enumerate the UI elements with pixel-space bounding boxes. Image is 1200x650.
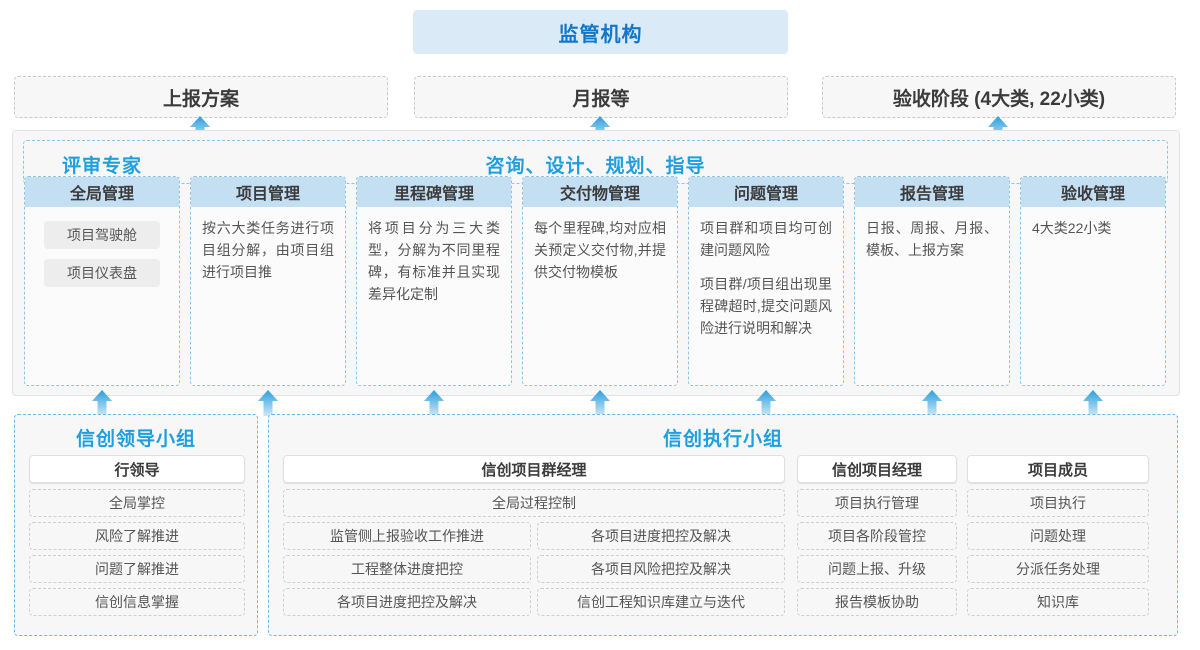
role-item[interactable]: 问题了解推进: [29, 555, 245, 583]
role-item[interactable]: 项目各阶段管控: [797, 522, 957, 550]
card-report-management[interactable]: 报告管理 日报、周报、月报、模板、上报方案: [854, 176, 1010, 386]
card-body: 将项目分为三大类型，分解为不同里程碑，有标准并且实现差异化定制: [357, 207, 511, 305]
card-pill[interactable]: 项目仪表盘: [44, 259, 160, 287]
card-title: 报告管理: [855, 177, 1009, 207]
card-paragraph: 项目群和项目均可创建问题风险: [700, 220, 832, 258]
role-item[interactable]: 分派任务处理: [967, 555, 1149, 583]
card-paragraph: 4大类22小类: [1032, 220, 1112, 236]
regulator-box: 监管机构: [413, 10, 788, 54]
role-item[interactable]: 风险了解推进: [29, 522, 245, 550]
card-body: 按六大类任务进行项目组分解，由项目组进行项目推: [191, 207, 345, 283]
role-item[interactable]: 问题处理: [967, 522, 1149, 550]
role-item[interactable]: 报告模板协助: [797, 588, 957, 616]
role-item[interactable]: 信创信息掌握: [29, 588, 245, 616]
arrow-up-icon: [91, 390, 113, 416]
role-item[interactable]: 问题上报、升级: [797, 555, 957, 583]
card-body: 项目驾驶舱 项目仪表盘: [25, 207, 179, 287]
leader-group-container: 信创领导小组 行领导 全局掌控 风险了解推进 问题了解推进 信创信息掌握: [14, 414, 258, 636]
card-issue-management[interactable]: 问题管理 项目群和项目均可创建问题风险 项目群/项目组出现里程碑超时,提交问题风…: [688, 176, 844, 386]
role-item[interactable]: 各项目进度把控及解决: [537, 522, 785, 550]
card-paragraph: 按六大类任务进行项目组分解，由项目组进行项目推: [202, 220, 334, 280]
card-title: 问题管理: [689, 177, 843, 207]
role-item[interactable]: 全局掌控: [29, 489, 245, 517]
arrow-up-icon: [423, 390, 445, 416]
card-milestone-management[interactable]: 里程碑管理 将项目分为三大类型，分解为不同里程碑，有标准并且实现差异化定制: [356, 176, 512, 386]
arrow-up-icon: [589, 390, 611, 416]
leader-group-title: 信创领导小组: [75, 429, 196, 450]
arrow-up-icon: [1082, 390, 1104, 416]
role-item[interactable]: 知识库: [967, 588, 1149, 616]
exec-group-title: 信创执行小组: [662, 429, 783, 450]
exec-group-container: 信创执行小组 信创项目群经理 全局过程控制 监管侧上报验收工作推进 工程整体进度…: [268, 414, 1178, 636]
role-header[interactable]: 项目成员: [967, 455, 1149, 483]
role-item[interactable]: 各项目风险把控及解决: [537, 555, 785, 583]
leader-role-column: 行领导 全局掌控 风险了解推进 问题了解推进 信创信息掌握: [29, 455, 245, 621]
card-body: 每个里程碑,均对应相关预定义交付物,并提供交付物模板: [523, 207, 677, 283]
role-item[interactable]: 信创工程知识库建立与迭代: [537, 588, 785, 616]
card-title: 验收管理: [1021, 177, 1165, 207]
role-item[interactable]: 监管侧上报验收工作推进: [283, 522, 531, 550]
role-item[interactable]: 项目执行: [967, 489, 1149, 517]
card-title: 里程碑管理: [357, 177, 511, 207]
role-item[interactable]: 项目执行管理: [797, 489, 957, 517]
card-deliverable-management[interactable]: 交付物管理 每个里程碑,均对应相关预定义交付物,并提供交付物模板: [522, 176, 678, 386]
report-box-plan: 上报方案: [14, 76, 388, 118]
arrow-up-icon: [257, 390, 279, 416]
role-header[interactable]: 信创项目群经理: [283, 455, 785, 483]
card-paragraph: 将项目分为三大类型，分解为不同里程碑，有标准并且实现差异化定制: [368, 220, 500, 302]
card-title: 项目管理: [191, 177, 345, 207]
card-global-management[interactable]: 全局管理 项目驾驶舱 项目仪表盘: [24, 176, 180, 386]
card-paragraph: 日报、周报、月报、模板、上报方案: [866, 220, 998, 258]
expert-label: 评审专家: [62, 156, 143, 177]
role-header[interactable]: 信创项目经理: [797, 455, 957, 483]
member-column: 项目成员 项目执行 问题处理 分派任务处理 知识库: [967, 455, 1149, 621]
card-title: 全局管理: [25, 177, 179, 207]
card-body: 4大类22小类: [1021, 207, 1165, 239]
pm-column: 信创项目经理 项目执行管理 项目各阶段管控 问题上报、升级 报告模板协助: [797, 455, 957, 621]
card-title: 交付物管理: [523, 177, 677, 207]
role-item-wide[interactable]: 全局过程控制: [283, 489, 785, 517]
role-item[interactable]: 工程整体进度把控: [283, 555, 531, 583]
card-project-management[interactable]: 项目管理 按六大类任务进行项目组分解，由项目组进行项目推: [190, 176, 346, 386]
card-acceptance-management[interactable]: 验收管理 4大类22小类: [1020, 176, 1166, 386]
consulting-label: 咨询、设计、规划、指导: [485, 156, 706, 177]
card-body: 项目群和项目均可创建问题风险 项目群/项目组出现里程碑超时,提交问题风险进行说明…: [689, 207, 843, 339]
arrow-up-icon: [987, 116, 1009, 142]
arrow-up-icon: [589, 116, 611, 142]
card-body: 日报、周报、月报、模板、上报方案: [855, 207, 1009, 261]
arrow-up-icon: [189, 116, 211, 142]
report-box-monthly: 月报等: [414, 76, 788, 118]
arrow-up-icon: [755, 390, 777, 416]
card-paragraph: 每个里程碑,均对应相关预定义交付物,并提供交付物模板: [534, 220, 666, 280]
report-box-acceptance: 验收阶段 (4大类, 22小类): [822, 76, 1176, 118]
card-paragraph: 项目群/项目组出现里程碑超时,提交问题风险进行说明和解决: [700, 276, 832, 336]
role-item[interactable]: 各项目进度把控及解决: [283, 588, 531, 616]
role-header[interactable]: 行领导: [29, 455, 245, 483]
card-pill[interactable]: 项目驾驶舱: [44, 221, 160, 249]
pm-group-column: 信创项目群经理 全局过程控制 监管侧上报验收工作推进 工程整体进度把控 各项目进…: [283, 455, 785, 621]
arrow-up-icon: [921, 390, 943, 416]
